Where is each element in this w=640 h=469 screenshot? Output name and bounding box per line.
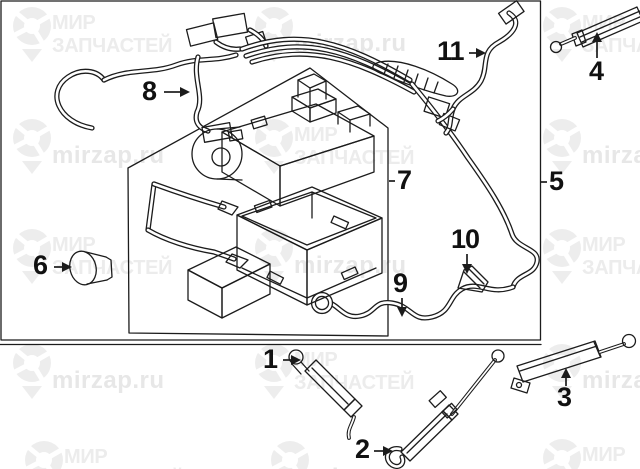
brand-gear-pin-icon: [23, 441, 65, 469]
drain-hose-9: [310, 283, 516, 321]
callout-5: 5: [549, 166, 564, 196]
callout-9: 9: [393, 268, 408, 298]
cap-plug-6: [69, 250, 113, 286]
callout-10: 10: [451, 224, 480, 254]
frame-border: [0, 0, 542, 346]
brand-gear-pin-icon: [11, 119, 53, 174]
watermark-url: mirzap.ru: [10, 118, 165, 175]
gas-strut-4: [549, 6, 640, 54]
cylinder-1: [288, 349, 363, 440]
hydraulic-hose-5: [409, 81, 540, 290]
detail-box: [127, 67, 389, 337]
watermark-url: mirzap.ru: [540, 118, 640, 175]
callout-6: 6: [33, 250, 48, 280]
callout-11: 11: [437, 36, 465, 66]
leader-lines: [54, 32, 602, 456]
callout-8: 8: [142, 76, 157, 106]
brand-gear-pin-icon: [541, 229, 583, 284]
watermark-url: mirzap.ru: [268, 440, 423, 469]
hose-clip-10: [457, 265, 489, 293]
callout-2: 2: [355, 434, 370, 464]
callout-1: 1: [263, 344, 278, 374]
brand-gear-pin-icon: [11, 344, 53, 399]
floor-panel: [187, 246, 271, 319]
brand-gear-pin-icon: [253, 344, 295, 399]
pump-motor-unit: [191, 73, 375, 207]
callout-7: 7: [397, 165, 412, 195]
callout-4: 4: [589, 56, 604, 86]
brand-gear-pin-icon: [11, 7, 53, 62]
brand-gear-pin-icon: [541, 119, 583, 174]
callout-3: 3: [557, 382, 572, 412]
brand-gear-pin-icon: [269, 441, 311, 469]
hose-bundle: [239, 36, 459, 97]
cylinder-2: [384, 349, 505, 469]
brand-gear-pin-icon: [11, 229, 53, 284]
storage-tray: [236, 186, 383, 306]
wiring-harness-11: [423, 0, 525, 136]
brand-gear-pin-icon: [541, 439, 583, 469]
gas-strut-3: [510, 333, 637, 394]
mounting-bracket: [145, 181, 249, 269]
watermark-url: mirzap.ru: [10, 343, 165, 400]
wiring-harness-8: [54, 12, 269, 143]
